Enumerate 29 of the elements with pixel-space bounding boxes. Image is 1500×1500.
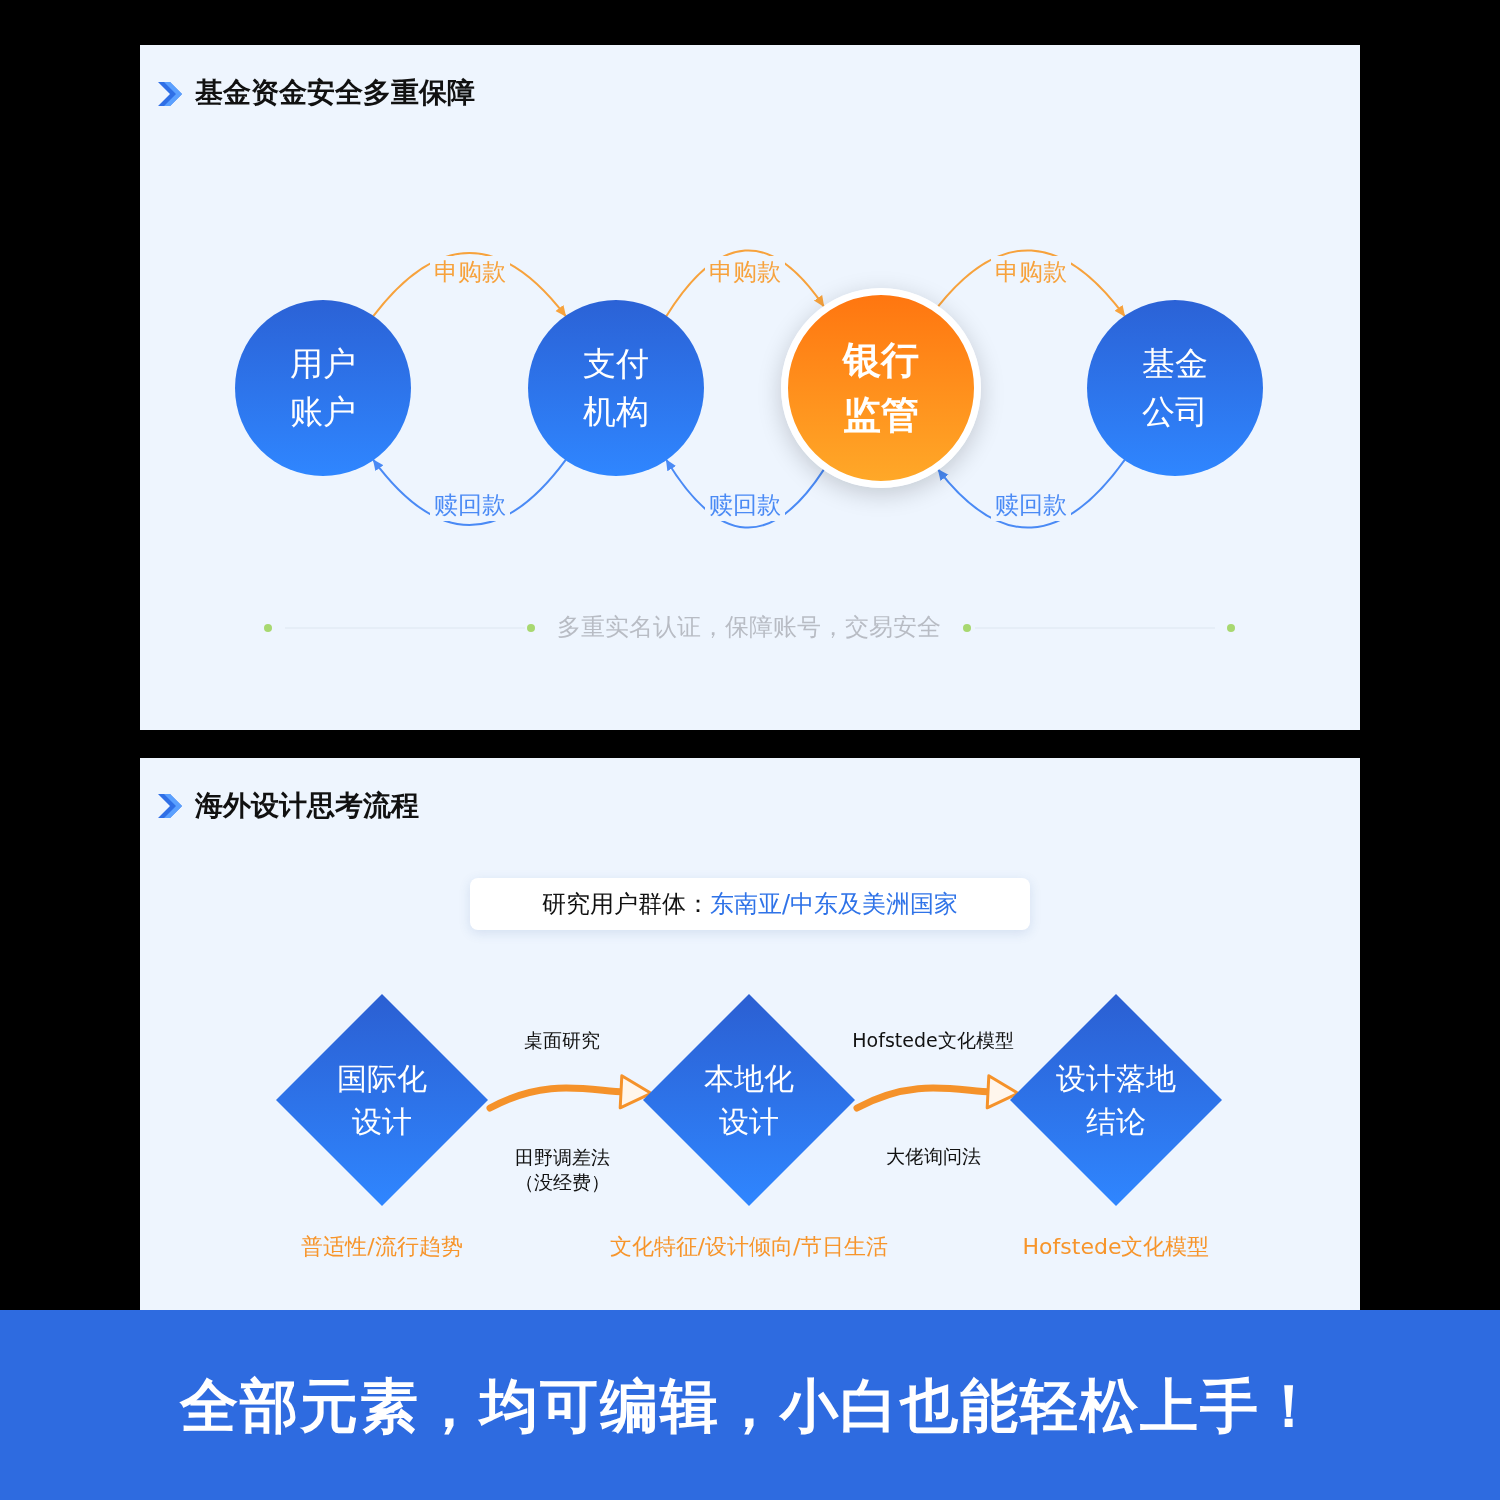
arrow-caption: 大佬询问法 [885,1144,981,1169]
arrow [853,1074,1020,1112]
caption-text: 文化特征/设计倾向/节日生活 [609,1233,889,1261]
caption-text: 普适性/流行趋势 [301,1233,463,1261]
node-label: 设计落地结论 [1055,1059,1177,1141]
node-label: 本地化设计 [703,1059,795,1141]
banner-text: 研究用户群体： [541,889,710,920]
arrow-caption: Hofstede文化模型 [852,1028,1014,1053]
arrow [937,249,1126,317]
node-label: 支付机构 [582,343,650,433]
node-label: 用户账户 [289,343,357,433]
arrow [486,1074,653,1112]
diamond-node [643,994,855,1206]
arrow [665,249,825,317]
arrow-caption: 田野调差法（没经费） [513,1145,611,1195]
arrow [665,459,825,529]
banner-text: 全部元素，均可编辑，小白也能轻松上手！ [180,1371,1320,1442]
heading: 基金资金安全多重保障 [195,75,475,111]
node-label: 基金公司 [1141,343,1209,433]
caption-text: Hofstede文化模型 [1022,1233,1210,1261]
diamond-node [276,994,488,1206]
banner-box [470,878,1030,930]
node-label: 国际化设计 [336,1059,428,1141]
arrow [937,459,1126,529]
node-label: 银行监管 [841,336,920,439]
banner-text: 东南亚/中东及美洲国家 [709,889,959,920]
heading: 海外设计思考流程 [195,788,419,824]
arrow-caption: 桌面研究 [524,1028,600,1053]
arrow [372,459,567,527]
